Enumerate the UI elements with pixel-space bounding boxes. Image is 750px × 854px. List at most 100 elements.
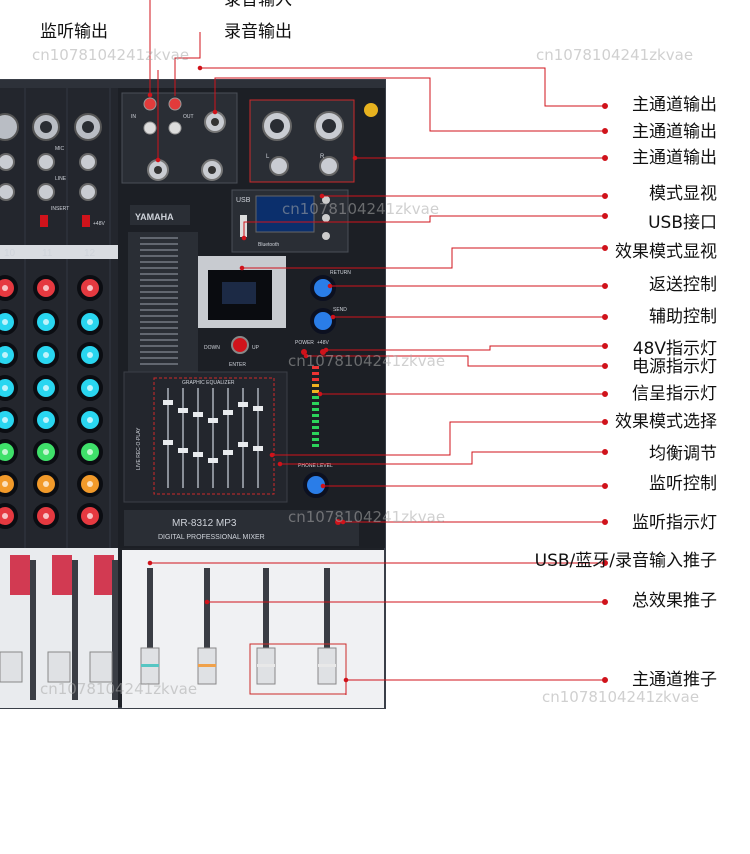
main-xlr-block <box>249 99 355 183</box>
leader-lines <box>147 0 608 695</box>
leader-end-dot <box>602 213 608 219</box>
meter-segment <box>312 390 319 393</box>
eq-slider[interactable] <box>178 448 188 453</box>
main-jack-icon[interactable] <box>319 156 339 176</box>
eq-slider[interactable] <box>193 452 203 457</box>
return-knob[interactable] <box>310 275 336 301</box>
leader-dot <box>147 92 153 98</box>
enter-label: ENTER <box>229 362 246 368</box>
phantom-switch[interactable] <box>82 215 90 227</box>
callout-monitor-led: 监听指示灯 <box>632 513 717 533</box>
insert-label: INSERT <box>51 206 69 212</box>
leader-end-dot <box>602 245 608 251</box>
leader-dot <box>330 314 336 320</box>
eq-slider[interactable] <box>193 412 203 417</box>
channel-fader-knob[interactable] <box>0 651 23 683</box>
master-fader-track <box>324 568 330 680</box>
rca-out-icon[interactable] <box>168 97 182 111</box>
eq-slider[interactable] <box>178 408 188 413</box>
down-label: DOWN <box>204 345 220 351</box>
main-jack-icon[interactable] <box>269 156 289 176</box>
eq-slider[interactable] <box>163 400 173 405</box>
mp3-button[interactable] <box>322 196 330 204</box>
eq-slider[interactable] <box>223 450 233 455</box>
leader-end-dot <box>602 391 608 397</box>
meter-segment <box>312 420 319 423</box>
model-subtitle: DIGITAL PROFESSIONAL MIXER <box>158 534 265 541</box>
watermark-mid: cn1078104241zkvae <box>282 200 440 218</box>
leader-dot <box>241 235 247 241</box>
mp3-button[interactable] <box>322 214 330 222</box>
up-label: UP <box>252 345 260 351</box>
channel-strips <box>0 88 118 548</box>
eq-slider[interactable] <box>163 440 173 445</box>
logo-sticker <box>364 103 378 117</box>
leader-dot <box>343 677 349 683</box>
callout-rec-out: 录音输出 <box>224 22 292 42</box>
channel-fader-knob[interactable] <box>89 651 113 683</box>
meter-segment <box>312 402 319 405</box>
callout-main-out-3: 主通道输出 <box>632 148 717 168</box>
eq-slider[interactable] <box>238 402 248 407</box>
leader-end-dot <box>602 155 608 161</box>
mixer-top-edge <box>0 80 385 88</box>
callout-master-fx-fader: 总效果推子 <box>632 591 717 611</box>
leader-dot <box>320 483 326 489</box>
insert-jack-icon[interactable] <box>0 183 15 201</box>
fx-select-button[interactable] <box>231 336 249 354</box>
watermark-top-left: cn1078104241zkvae <box>32 46 190 64</box>
master-fader-track <box>204 568 210 680</box>
meter-segment <box>312 384 319 387</box>
leader-dot <box>340 519 346 525</box>
eq-slider[interactable] <box>208 458 218 463</box>
leader-line <box>214 77 605 132</box>
leader-dot <box>319 193 325 199</box>
eq-slider[interactable] <box>253 446 263 451</box>
eq-slider[interactable] <box>208 418 218 423</box>
phone-level-label: PHONE LEVEL <box>298 463 333 469</box>
callout-main-out-1: 主通道输出 <box>632 95 717 115</box>
callout-fx-mode-select: 效果模式选择 <box>615 412 717 432</box>
power-led-dot <box>301 349 307 355</box>
phantom-switch[interactable] <box>40 215 48 227</box>
rca-out-icon[interactable] <box>168 121 182 135</box>
eq-slider[interactable] <box>223 410 233 415</box>
main-l-label: L <box>266 154 270 160</box>
rca-in-icon[interactable] <box>143 97 157 111</box>
phone-level-knob[interactable] <box>303 472 329 498</box>
xlr-input-icon[interactable] <box>0 113 19 141</box>
send-knob[interactable] <box>310 308 336 334</box>
channel-label-11: 11 <box>42 248 53 259</box>
leader-end-dot <box>602 677 608 683</box>
in-label: IN <box>131 114 136 120</box>
line-jack-icon[interactable] <box>0 153 15 171</box>
insert-jack-icon[interactable] <box>79 183 97 201</box>
return-label: RETURN <box>330 270 351 276</box>
meter-segment <box>312 396 319 399</box>
leader-line <box>200 67 605 107</box>
callout-main-fader: 主通道推子 <box>632 670 717 690</box>
mp3-button[interactable] <box>322 232 330 240</box>
insert-jack-icon[interactable] <box>37 183 55 201</box>
line-jack-icon[interactable] <box>37 153 55 171</box>
leader-end-dot <box>602 343 608 349</box>
leader-line <box>242 247 605 269</box>
leader-dot <box>352 155 358 161</box>
rca-in-icon[interactable] <box>143 121 157 135</box>
line-jack-icon[interactable] <box>79 153 97 171</box>
main-r-label: R <box>320 154 325 160</box>
leader-dot <box>303 353 309 359</box>
channel-fader-knob[interactable] <box>47 651 71 683</box>
watermark-bottom-right: cn1078104241zkvae <box>542 688 700 706</box>
power-48-label: +48V <box>317 340 329 346</box>
callout-return-control: 返送控制 <box>649 275 717 295</box>
leader-line <box>280 451 605 465</box>
callout-monitor-out: 监听输出 <box>40 22 108 42</box>
eq-slider[interactable] <box>238 442 248 447</box>
leader-line <box>174 32 201 96</box>
phantom-label: +48V <box>93 221 105 227</box>
eq-slider[interactable] <box>253 406 263 411</box>
channel-label-10: 10 <box>4 248 16 259</box>
meter-segment <box>312 408 319 411</box>
